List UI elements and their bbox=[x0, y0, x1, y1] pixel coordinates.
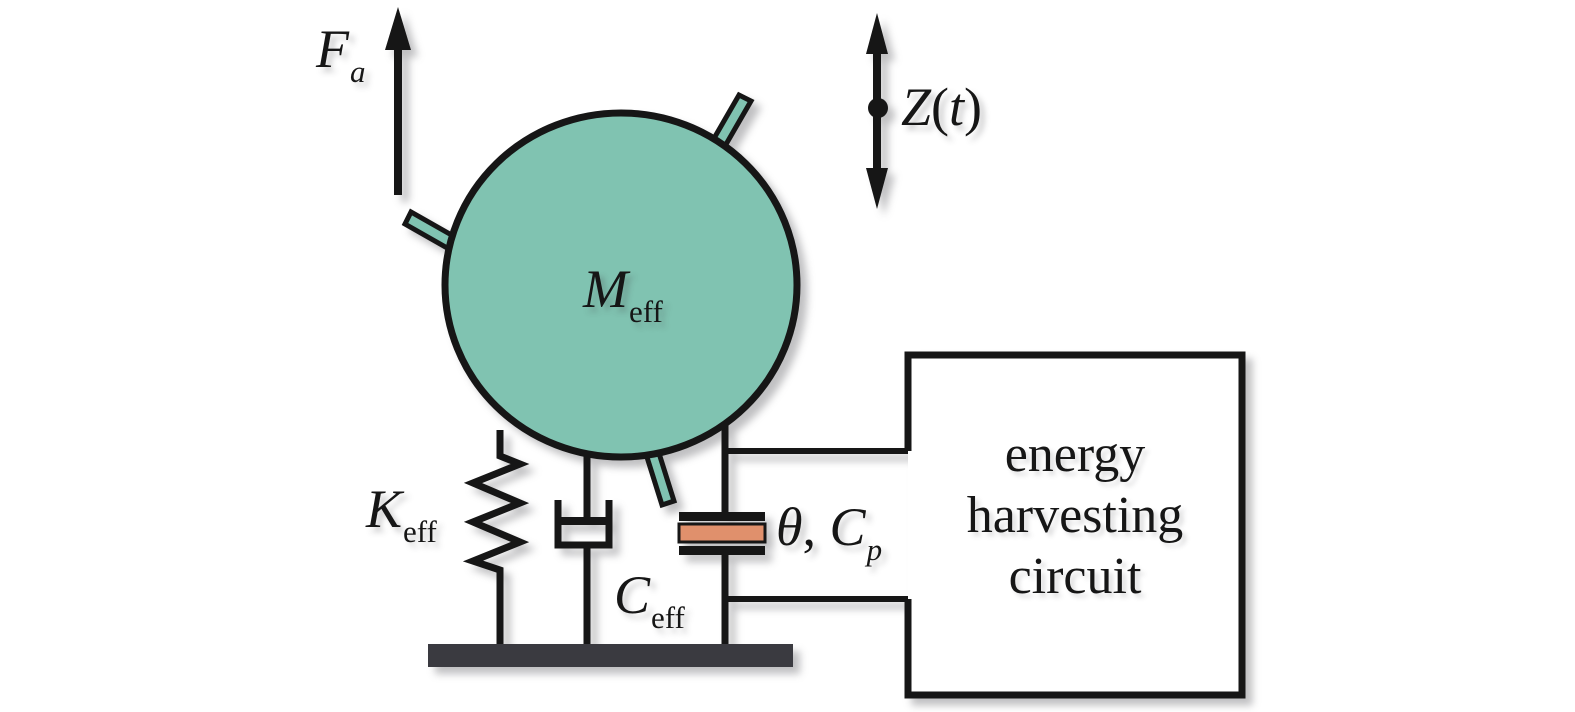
capacitance-symbol: C bbox=[829, 497, 866, 557]
mass-stub-bottom bbox=[642, 446, 678, 509]
mass-subscript: eff bbox=[628, 294, 663, 329]
displacement-dot bbox=[868, 98, 888, 118]
displacement-symbol: Z bbox=[901, 77, 932, 137]
applied-force-arrow bbox=[385, 7, 411, 195]
circuit-box bbox=[904, 351, 1246, 699]
theta-symbol: θ bbox=[776, 497, 803, 557]
stiffness-label: Keff bbox=[366, 479, 437, 547]
damping-subscript: eff bbox=[651, 600, 685, 635]
damper bbox=[554, 430, 613, 648]
displacement-label: Z(t) bbox=[901, 80, 982, 134]
piezo-label-separator: , bbox=[802, 497, 830, 557]
circuit-box-line-3: circuit bbox=[1008, 548, 1142, 605]
displacement-arrow-head-down bbox=[866, 168, 888, 209]
piezo-layer bbox=[677, 522, 767, 544]
ground-bar bbox=[428, 644, 793, 667]
paren-open: ( bbox=[931, 77, 950, 137]
mass bbox=[401, 91, 801, 509]
stiffness-subscript: eff bbox=[403, 514, 437, 549]
paren-close: ) bbox=[964, 77, 983, 137]
piezo-top-electrode bbox=[679, 512, 765, 521]
force-subscript: a bbox=[350, 54, 366, 89]
circuit-box-line-2: harvesting bbox=[966, 487, 1184, 544]
damping-label: Ceff bbox=[614, 565, 685, 633]
mass-circle bbox=[441, 109, 801, 461]
spring bbox=[462, 430, 530, 648]
displacement-arrow bbox=[866, 13, 888, 209]
force-symbol: F bbox=[316, 19, 349, 79]
capacitance-subscript: p bbox=[866, 532, 883, 567]
circuit-box-label: energy harvesting circuit bbox=[908, 424, 1242, 607]
force-arrow-head bbox=[385, 7, 411, 50]
damping-symbol: C bbox=[614, 565, 651, 625]
piezo-element bbox=[677, 400, 767, 648]
mass-symbol: M bbox=[583, 259, 628, 319]
time-variable: t bbox=[949, 77, 965, 137]
applied-force-label: Fa bbox=[316, 19, 366, 87]
piezo-bottom-electrode bbox=[679, 546, 765, 555]
displacement-arrow-head-up bbox=[866, 13, 888, 54]
circuit-box-line-1: energy bbox=[1004, 426, 1146, 483]
piezo-label: θ, Cp bbox=[776, 497, 882, 565]
mass-label: Meff bbox=[583, 259, 663, 327]
stiffness-symbol: K bbox=[366, 479, 403, 539]
